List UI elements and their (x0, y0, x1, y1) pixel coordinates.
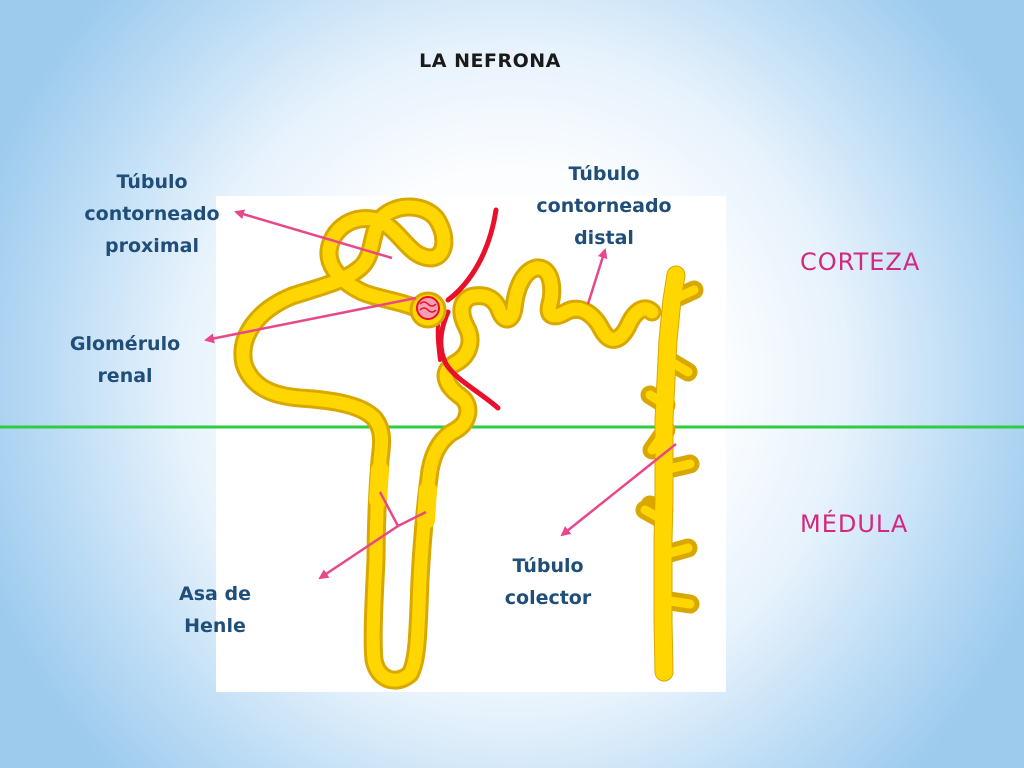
arrows (204, 209, 677, 580)
arrow-henle (318, 524, 399, 580)
zone-medula: MÉDULA (800, 510, 909, 538)
arrow-colector (560, 443, 677, 537)
zone-corteza: CORTEZA (800, 248, 921, 276)
label-glomerulo-renal: Glomérulo renal (69, 333, 181, 387)
label-tubulo-distal: Túbulo contorneado distal (536, 163, 672, 249)
glomerulus (409, 291, 447, 329)
slide-title: LA NEFRONA (419, 50, 561, 72)
nephron-tubule (233, 197, 704, 690)
arrow-proximal (234, 209, 393, 260)
arrow-glomerulo (204, 296, 417, 344)
label-tubulo-colector: Túbulo colector (504, 555, 592, 609)
arrow-distal (586, 248, 608, 305)
label-tubulo-proximal: Túbulo contorneado proximal (84, 171, 220, 257)
label-asa-de-henle: Asa de Henle (179, 583, 251, 637)
